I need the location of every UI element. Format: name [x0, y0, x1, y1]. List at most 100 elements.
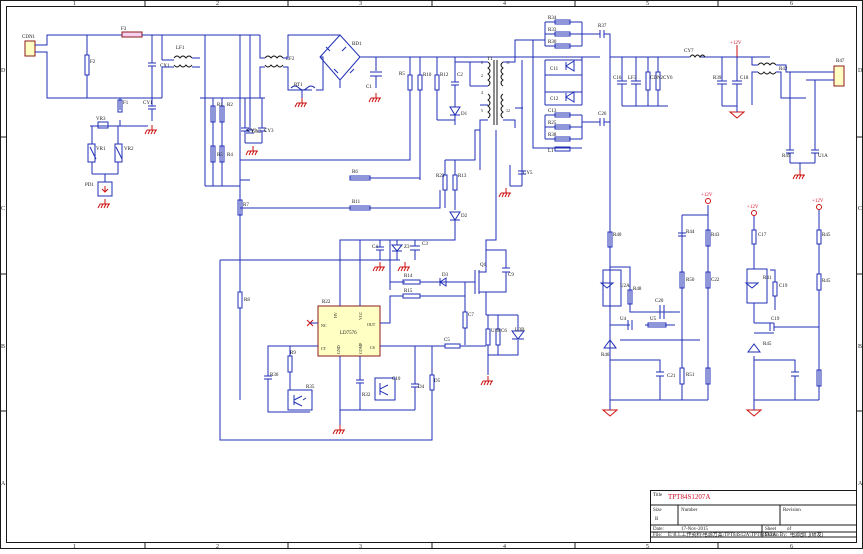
connector-cdn2[interactable]	[833, 65, 845, 87]
resistor-r33[interactable]	[554, 124, 571, 130]
resistor-r3[interactable]	[210, 145, 216, 163]
resistor-r12[interactable]	[434, 74, 440, 91]
varistor-vr3[interactable]	[97, 121, 109, 129]
resistor-r41[interactable]	[647, 322, 667, 328]
resistor-r5[interactable]	[407, 74, 413, 91]
label-12v-a: +12V	[701, 193, 713, 198]
optocoupler-u3b[interactable]	[374, 377, 396, 401]
svg-text:12: 12	[506, 108, 510, 113]
resistor-r23[interactable]	[442, 174, 448, 191]
label-12v-output: +12V	[730, 41, 742, 46]
connector-cdn1[interactable]	[24, 40, 36, 57]
ic-u3-pin-out: OUT	[367, 322, 376, 327]
resistor-r22[interactable]	[287, 355, 293, 373]
label-12v-c: +12V	[812, 199, 824, 204]
ref-r13: R13	[458, 174, 467, 179]
resistor-r49[interactable]	[816, 229, 822, 245]
bleeder-resistors: R1 R2 R3 R4 CY2 CY3	[210, 98, 274, 186]
zone-row-a-right: A	[858, 481, 863, 487]
ref-bd1: BD1	[352, 42, 362, 47]
ref-r23: R23	[436, 174, 445, 179]
resistor-r14[interactable]	[402, 279, 421, 285]
ref-r6: R6	[352, 170, 358, 175]
zone-col-1-bottom: 1	[73, 544, 76, 549]
ref-c17: U4	[620, 317, 627, 322]
resistor-r8[interactable]	[237, 291, 243, 309]
svg-text:5: 5	[481, 108, 483, 113]
output-filter: C16 LF3 CDN2 CY6 CY7 R39 C18 +12V R42 R4…	[609, 41, 845, 400]
svg-text:2: 2	[481, 73, 483, 78]
surge-pd1[interactable]	[97, 181, 113, 197]
optocoupler-u1a[interactable]	[602, 269, 622, 307]
varistor-vr1[interactable]	[87, 143, 96, 163]
resistor-r43[interactable]	[705, 271, 711, 289]
ref-t1: T1	[487, 57, 493, 62]
resistor-r15[interactable]	[402, 293, 421, 299]
ref-c5: D4	[418, 385, 425, 390]
ref-c1: C1	[366, 85, 372, 90]
resistor-r40[interactable]	[627, 289, 633, 305]
resistor-r32[interactable]	[554, 43, 571, 49]
ref-c7: R36	[270, 373, 279, 378]
ref-r38: CY6	[663, 76, 673, 81]
ref-r12: R12	[440, 73, 449, 78]
zone-col-6-bottom: 6	[790, 544, 793, 549]
resistor-r19[interactable]	[444, 343, 461, 349]
resistor-r25[interactable]	[645, 71, 651, 91]
resistor-r4[interactable]	[219, 145, 225, 163]
resistor-r13[interactable]	[452, 174, 458, 191]
ic-u3-pin-hv: HV	[333, 312, 338, 318]
resistor-r34[interactable]	[554, 112, 571, 118]
ic-u3[interactable]	[317, 305, 381, 357]
ref-u1a: U2A	[620, 284, 630, 289]
resistor-r50[interactable]	[816, 273, 822, 291]
zone-row-d: D	[1, 68, 6, 74]
optocoupler-u1b[interactable]	[287, 389, 313, 411]
resistor-r11[interactable]	[349, 205, 371, 211]
ref-u1b: R35	[306, 385, 315, 390]
ac-input-section: CDN1 F3 F2 CX1 LF1 CX2 LF2 F1 CY1 VR3 VR…	[22, 27, 318, 209]
ref-r40: R48	[633, 287, 642, 292]
resistor-r1[interactable]	[210, 105, 216, 123]
ref-r16: U1B	[491, 329, 501, 334]
resistor-r20[interactable]	[462, 311, 468, 329]
ic-u3-group: R22 LD7576 NC HV VCC OUT CT GND COMP CS	[267, 290, 400, 410]
fuse-f3[interactable]	[121, 31, 143, 38]
zone-col-3: 3	[359, 1, 362, 7]
resistor-r45[interactable]	[705, 367, 711, 385]
resistor-r46[interactable]	[679, 367, 685, 385]
resistor-r48[interactable]	[772, 281, 778, 297]
resistor-r10[interactable]	[417, 74, 423, 91]
resistor-r30[interactable]	[554, 136, 571, 142]
resistor-r42[interactable]	[705, 229, 711, 247]
resistor-r2[interactable]	[219, 105, 225, 123]
zone-col-2: 2	[216, 1, 219, 7]
resistor-f2[interactable]	[84, 54, 90, 76]
secondary-rectifier: R34 R33 R30 R37 C11 C12 C13 R25 R38 L1 C…	[532, 16, 611, 154]
ref-r42: R43	[711, 233, 720, 238]
resistor-r38[interactable]	[655, 71, 661, 91]
resistor-r16[interactable]	[485, 328, 491, 346]
resistor-r6[interactable]	[349, 175, 371, 181]
resistor-r35[interactable]	[554, 31, 571, 37]
ref-cy6: R49	[782, 154, 791, 159]
ic-u3-pin-comp: COMP	[358, 342, 363, 354]
optocoupler-u2a[interactable]	[746, 268, 768, 304]
ref-c11: C26	[598, 112, 607, 117]
resistor-r47[interactable]	[751, 229, 757, 245]
ref-r35: R33	[548, 28, 557, 33]
title-value: TPT84S1207A	[668, 493, 710, 501]
resistor-r17[interactable]	[495, 328, 501, 346]
ref-r43: C22	[711, 278, 720, 283]
resistor-r37[interactable]	[554, 146, 571, 152]
resistor-r9[interactable]	[429, 374, 435, 391]
resistor-r51[interactable]	[816, 369, 822, 387]
resistor-r36[interactable]	[554, 19, 571, 25]
ref-r41: U5	[650, 317, 657, 322]
ref-r37: L1	[548, 149, 554, 154]
ref-d4: C11	[550, 67, 559, 72]
zone-row-b: B	[1, 344, 5, 350]
zone-col-5: 5	[646, 1, 649, 7]
fuse-f1[interactable]	[117, 99, 123, 113]
